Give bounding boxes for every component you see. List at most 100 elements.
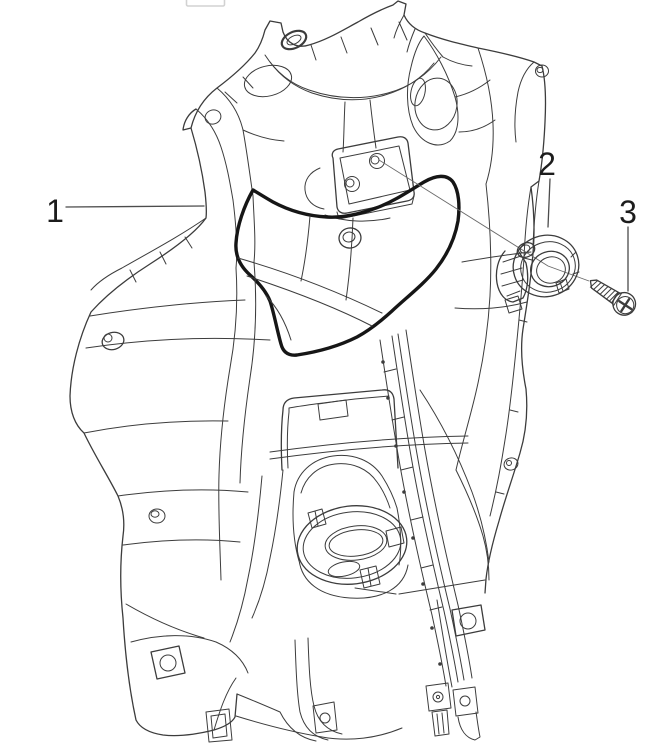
steering-channel (379, 329, 481, 741)
callout-3-label: 3 (619, 194, 637, 230)
contour-line (300, 215, 311, 282)
arch (293, 454, 398, 509)
lock-ring-rim (520, 241, 576, 293)
shield-outline (69, 0, 547, 742)
contour-line (239, 261, 257, 484)
channel-foot-bracket (425, 682, 452, 712)
contour-line (342, 101, 346, 153)
lock-ring-boss-inner (519, 244, 531, 254)
left-boss-inner (150, 510, 160, 518)
plate-bracket (304, 167, 325, 210)
contour-line (125, 603, 205, 639)
left-foot (125, 603, 249, 743)
contour-line (265, 295, 292, 341)
channel-feet (425, 682, 481, 741)
channel-edge (405, 329, 473, 679)
screw-part (589, 279, 637, 316)
channel-fastener-dots (381, 360, 442, 666)
right-opening-oval (414, 77, 458, 131)
seat-ring-opening-inner (328, 529, 384, 557)
lock-ring-outer (512, 234, 580, 298)
lock-ring-clamp-foot (504, 295, 523, 314)
channel-foot-hook (457, 711, 481, 741)
contour-line (442, 56, 473, 67)
contour-line (117, 489, 249, 497)
callout-labels: 1 2 3 (46, 146, 637, 230)
shoulder-bolt-hole-left (204, 109, 222, 125)
channel-foot-bracket (452, 686, 479, 717)
left-oblong-hole (101, 331, 125, 351)
screw-head-face (616, 296, 635, 315)
lock-ring-clamp (495, 250, 529, 303)
contour-line (90, 217, 207, 291)
ring-slot (327, 560, 361, 578)
contour-line (213, 677, 237, 731)
foot-sweep (130, 635, 249, 674)
fold-line (354, 587, 397, 595)
callout-leaders (65, 178, 629, 292)
right-console-opening (407, 35, 459, 146)
contour-line (514, 61, 535, 143)
contour-line (369, 99, 377, 149)
lock-ring-clamp-lines (500, 255, 524, 297)
lock-ring-notch (570, 251, 580, 275)
plate-hole (344, 176, 360, 192)
ring-clip (385, 526, 405, 548)
glovebox-inner (286, 395, 390, 469)
channel-foot-hole (459, 695, 471, 707)
outline-bottom-center (235, 715, 403, 740)
shield-panel-drawing (69, 0, 549, 743)
channel-foot-hole-dot (435, 694, 441, 700)
contour-line (195, 108, 234, 201)
ring-clip (359, 565, 381, 589)
plate-hole-inner (345, 178, 355, 188)
screw-threads (589, 280, 619, 302)
seat-ring-rim (302, 511, 402, 579)
channel-foot (431, 709, 450, 737)
recess-wall (229, 475, 263, 643)
contour-line (455, 469, 490, 581)
foot-square-hole (150, 645, 186, 680)
ring-clip (307, 508, 327, 529)
saddle-curve-inner (269, 61, 435, 101)
lock-ring-tab (555, 278, 570, 294)
right-boss (503, 457, 519, 471)
bottom-bracket-hole (319, 712, 331, 724)
contour-line (83, 420, 229, 434)
center-boss (338, 227, 362, 249)
rib-tick (495, 257, 533, 495)
contour-line (454, 79, 496, 133)
plate-hole (369, 153, 385, 169)
lock-ring-opening (530, 250, 570, 288)
seal-interior (237, 215, 383, 341)
contour-line (345, 217, 354, 301)
lock-ring-boss (516, 241, 536, 259)
mounting-plate (304, 136, 415, 222)
right-foot-square (451, 604, 486, 637)
seat-ring-outer (296, 505, 408, 585)
fold-band (269, 435, 469, 460)
contour-line (419, 389, 490, 563)
channel-ticks (383, 368, 443, 611)
right-foot-circle (459, 612, 477, 630)
callout-1-leader (65, 205, 205, 208)
glovebox-outline (280, 389, 399, 471)
contour-line (532, 180, 540, 247)
small-ring-hole (280, 29, 308, 51)
seat-ring-dish (298, 559, 409, 599)
arch-leg (292, 491, 402, 566)
callout-2-label: 2 (538, 146, 556, 182)
small-ring-hole-inner (286, 34, 302, 46)
left-body (83, 217, 271, 581)
seal-outline (234, 174, 461, 357)
outline-left (69, 127, 238, 737)
contour-line (455, 183, 492, 471)
assembly-axis-line (378, 159, 590, 282)
contour-line (89, 299, 246, 317)
contour-line (252, 195, 256, 263)
contour-line (393, 14, 416, 53)
right-opening-slot (410, 77, 426, 107)
left-console-opening (243, 64, 293, 98)
rib-tick (310, 21, 408, 61)
